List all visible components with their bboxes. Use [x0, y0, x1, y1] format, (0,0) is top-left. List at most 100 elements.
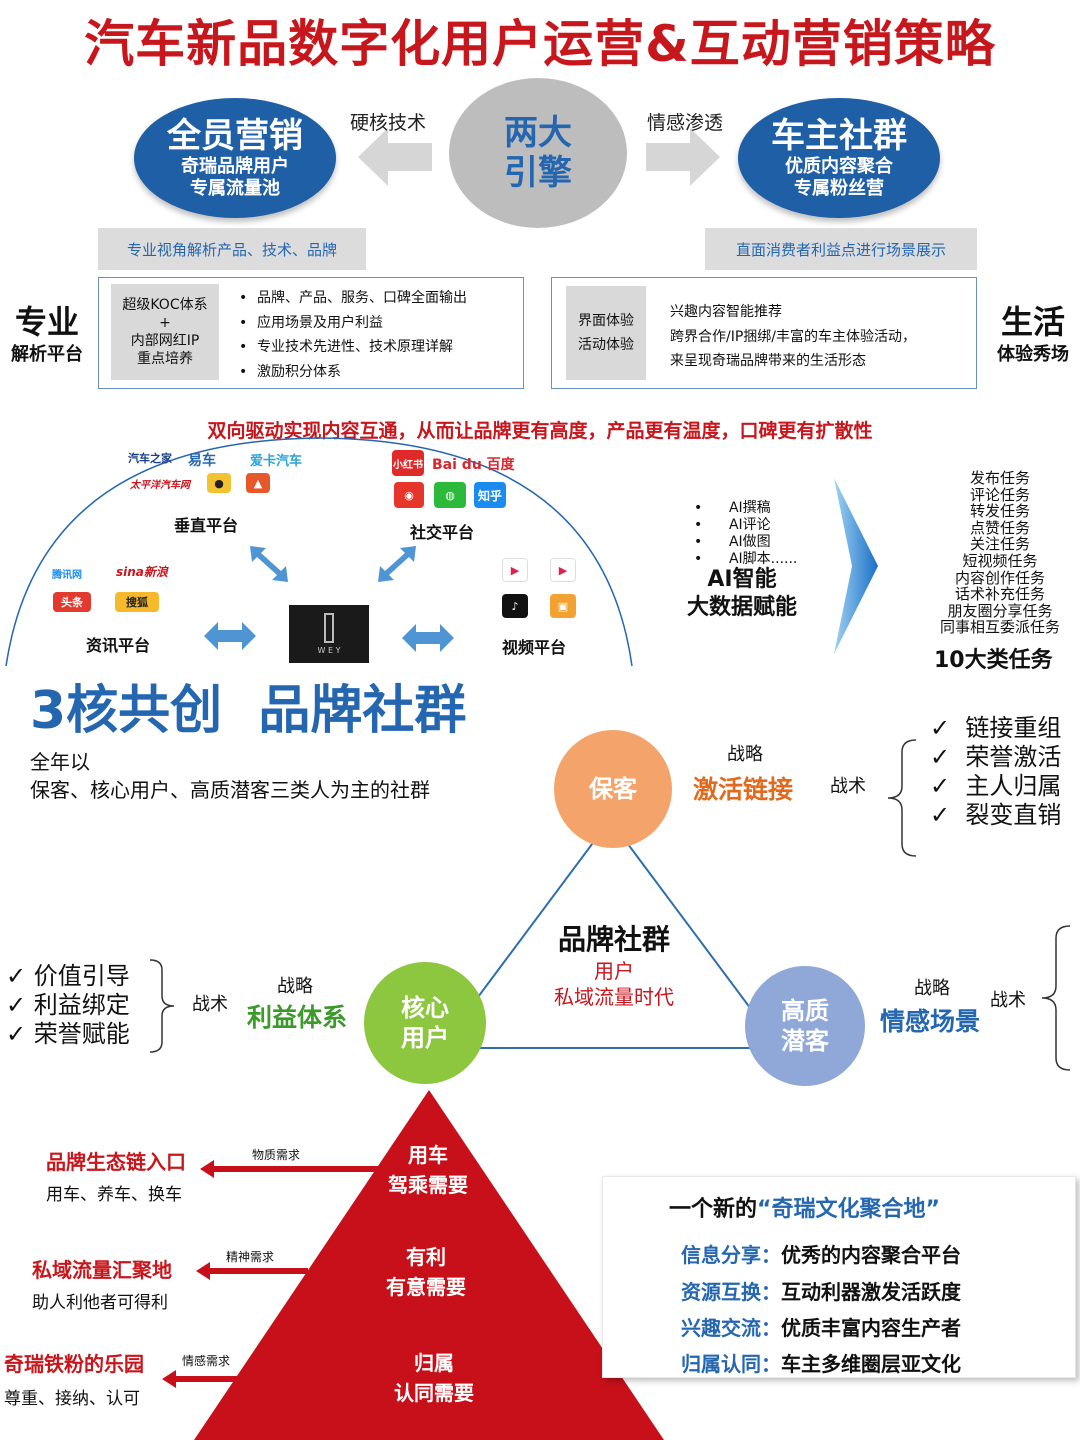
koc-system-box: 超级KOC体系 + 内部网红IP 重点培养 [111, 284, 219, 380]
needs-pyramid [194, 1090, 664, 1440]
check-text: 荣誉激活 [965, 743, 1062, 771]
core-user-tactic: 战术 [192, 994, 228, 1015]
two-engines-circle: 两大 引擎 [449, 78, 627, 228]
douyin-icon: ♪ [502, 594, 528, 618]
community-desc: 全年以 保客、核心用户、高质潜客三类人为主的社群 [30, 748, 430, 804]
pyramid-level-2: 有利 有意需要 [366, 1242, 486, 1302]
list-item: 来呈现奇瑞品牌带来的生活形态 [670, 353, 866, 369]
need-sub-3: 尊重、接纳、认可 [4, 1389, 140, 1409]
list-item: 点赞任务 [969, 518, 1030, 537]
culture-row: 资源互换：互动利器激发活跃度 [681, 1276, 961, 1305]
zhihu-logo: 知乎 [474, 482, 506, 508]
owner-community-line1: 优质内容聚合 [785, 156, 893, 177]
culture-row: 兴趣交流：优质丰富内容生产者 [681, 1312, 961, 1341]
double-arrow-icon [378, 546, 416, 582]
list-item: 关注任务 [969, 535, 1030, 554]
koc-line3: 重点培养 [137, 351, 193, 367]
baoke-checklist: ✓ 链接重组 ✓ 荣誉激活 ✓ 主人归属 ✓ 裂变直销 [930, 714, 1061, 830]
list-item: 内容创作任务 [954, 568, 1045, 587]
check-text: 荣誉赋能 [33, 1020, 130, 1048]
need-label-2: 私域流量汇聚地 [32, 1258, 172, 1282]
weibo-icon: ◉ [394, 482, 424, 508]
video-platform-label: 视频平台 [502, 638, 567, 657]
arrow-left-icon [196, 1262, 308, 1280]
list-item: 跨界合作/IP捆绑/丰富的车主体验活动， [670, 328, 917, 345]
ai-title: AI智能 大数据赋能 [672, 566, 812, 622]
community-title: 3核共创 品牌社群 [30, 681, 467, 741]
full-staff-marketing-line2: 专属流量池 [190, 178, 280, 199]
ten-tasks-title: 10大类任务 [934, 648, 1053, 673]
list-item: ✓ 主人归属 [930, 772, 1062, 800]
prospect-circle: 高质 潜客 [745, 966, 865, 1086]
prospect-strategy-small: 战略 [914, 978, 950, 999]
left-arrow-icon [358, 128, 432, 186]
xiaohongshu-logo: 小红书 [392, 450, 424, 476]
list-item: • AI脚本...... [694, 551, 798, 567]
pyramid-level-2-line1: 有利 [406, 1245, 446, 1269]
owner-community-line2: 专属粉丝营 [794, 178, 884, 199]
list-item: 应用场景及用户利益 [237, 311, 467, 336]
culture-hub-box: 一个新的“奇瑞文化聚合地” 信息分享：优秀的内容聚合平台 资源互换：互动利器激发… [602, 1176, 1076, 1378]
sohu-logo: 搜狐 [115, 592, 159, 612]
baoke-circle: 保客 [554, 730, 672, 848]
core-user-strategy-big: 利益体系 [247, 1003, 348, 1032]
kuaishou-icon: ▶ [550, 558, 576, 582]
list-item: • AI撰稿 [694, 500, 771, 516]
left-panel: 超级KOC体系 + 内部网红IP 重点培养 品牌、产品、服务、口碑全面输出 应用… [98, 277, 524, 389]
video-app-icon: ▶ [502, 558, 528, 582]
list-item: ✓ 链接重组 [930, 714, 1062, 742]
wey-logo-text: W E Y [317, 646, 341, 655]
core-user-line2: 用户 [401, 1024, 449, 1052]
double-arrow-icon [250, 546, 288, 582]
two-engines-line2: 引擎 [504, 153, 572, 193]
pyramid-level-1-line1: 用车 [408, 1143, 448, 1167]
community-desc-line1: 全年以 [30, 750, 90, 774]
list-item: ✓ 荣誉激活 [930, 743, 1062, 771]
ai-item-text: AI评论 [728, 517, 771, 533]
professional-title: 专业 [14, 303, 79, 341]
list-item: ✓ 裂变直销 [930, 801, 1062, 829]
list-item: 发布任务 [969, 469, 1030, 487]
list-item: 激励积分体系 [237, 360, 467, 385]
culture-row-key: 资源互换： [681, 1280, 781, 1304]
toutiao-logo: 头条 [53, 592, 91, 612]
prospect-line2: 潜客 [781, 1027, 829, 1055]
check-text: 裂变直销 [965, 801, 1062, 829]
ai-item-text: AI做图 [728, 534, 771, 550]
experience-line2: 活动体验 [578, 337, 634, 353]
need-label-3: 奇瑞铁粉的乐园 [4, 1352, 144, 1376]
wey-emblem-icon [324, 613, 334, 643]
culture-row-value: 优秀的内容聚合平台 [781, 1243, 961, 1267]
list-item: 话术补充任务 [954, 585, 1045, 604]
dual-drive-statement: 双向驱动实现内容互通，从而让品牌更有高度，产品更有温度，口碑更有扩散性 [207, 420, 873, 442]
right-panel: 界面体验 活动体验 兴趣内容智能推荐 跨界合作/IP捆绑/丰富的车主体验活动， … [551, 277, 977, 389]
baoke-strategy-big: 激活链接 [693, 775, 794, 804]
culture-row: 信息分享：优秀的内容聚合平台 [681, 1239, 961, 1268]
xcar-logo: 爱卡汽车 [250, 454, 303, 469]
right-arrow-icon [646, 128, 720, 186]
culture-title: 一个新的“奇瑞文化聚合地” [669, 1191, 940, 1223]
need-tag-2: 精神需求 [226, 1250, 275, 1264]
professional-platform-label: 专业 解析平台 [6, 304, 88, 366]
full-staff-marketing-circle: 全员营销 奇瑞品牌用户 专属流量池 [134, 98, 336, 218]
core-user-circle: 核心 用户 [364, 962, 486, 1084]
list-item: 同事相互委派任务 [939, 618, 1060, 637]
need-tag-1: 物质需求 [252, 1148, 301, 1162]
check-text: 链接重组 [965, 714, 1062, 742]
chevron-right-icon [834, 478, 878, 654]
brace-icon [1041, 925, 1071, 1071]
pyramid-level-1-line2: 驾乘需要 [388, 1173, 468, 1197]
culture-row-value: 车主多维圈层亚文化 [781, 1352, 961, 1376]
prospect-line1: 高质 [781, 997, 829, 1025]
brace-icon [887, 739, 917, 857]
list-item: • AI做图 [694, 534, 771, 550]
culture-row: 归属认同：车主多维圈层亚文化 [681, 1348, 961, 1377]
tencent-news-logo: 腾讯网 [52, 570, 82, 581]
culture-row-value: 互动利器激发活跃度 [781, 1280, 961, 1304]
list-item: 评论任务 [969, 485, 1030, 504]
dongchedi-icon: ● [207, 473, 231, 493]
experience-line1: 界面体验 [578, 313, 634, 329]
autohome-logo: 汽车之家 [128, 452, 172, 465]
ai-list: • AI撰稿 • AI评论 • AI做图 • AI脚本...... [694, 500, 797, 568]
left-bullet-list: 品牌、产品、服务、口碑全面输出 应用场景及用户利益 专业技术先进性、技术原理详解… [237, 286, 467, 384]
